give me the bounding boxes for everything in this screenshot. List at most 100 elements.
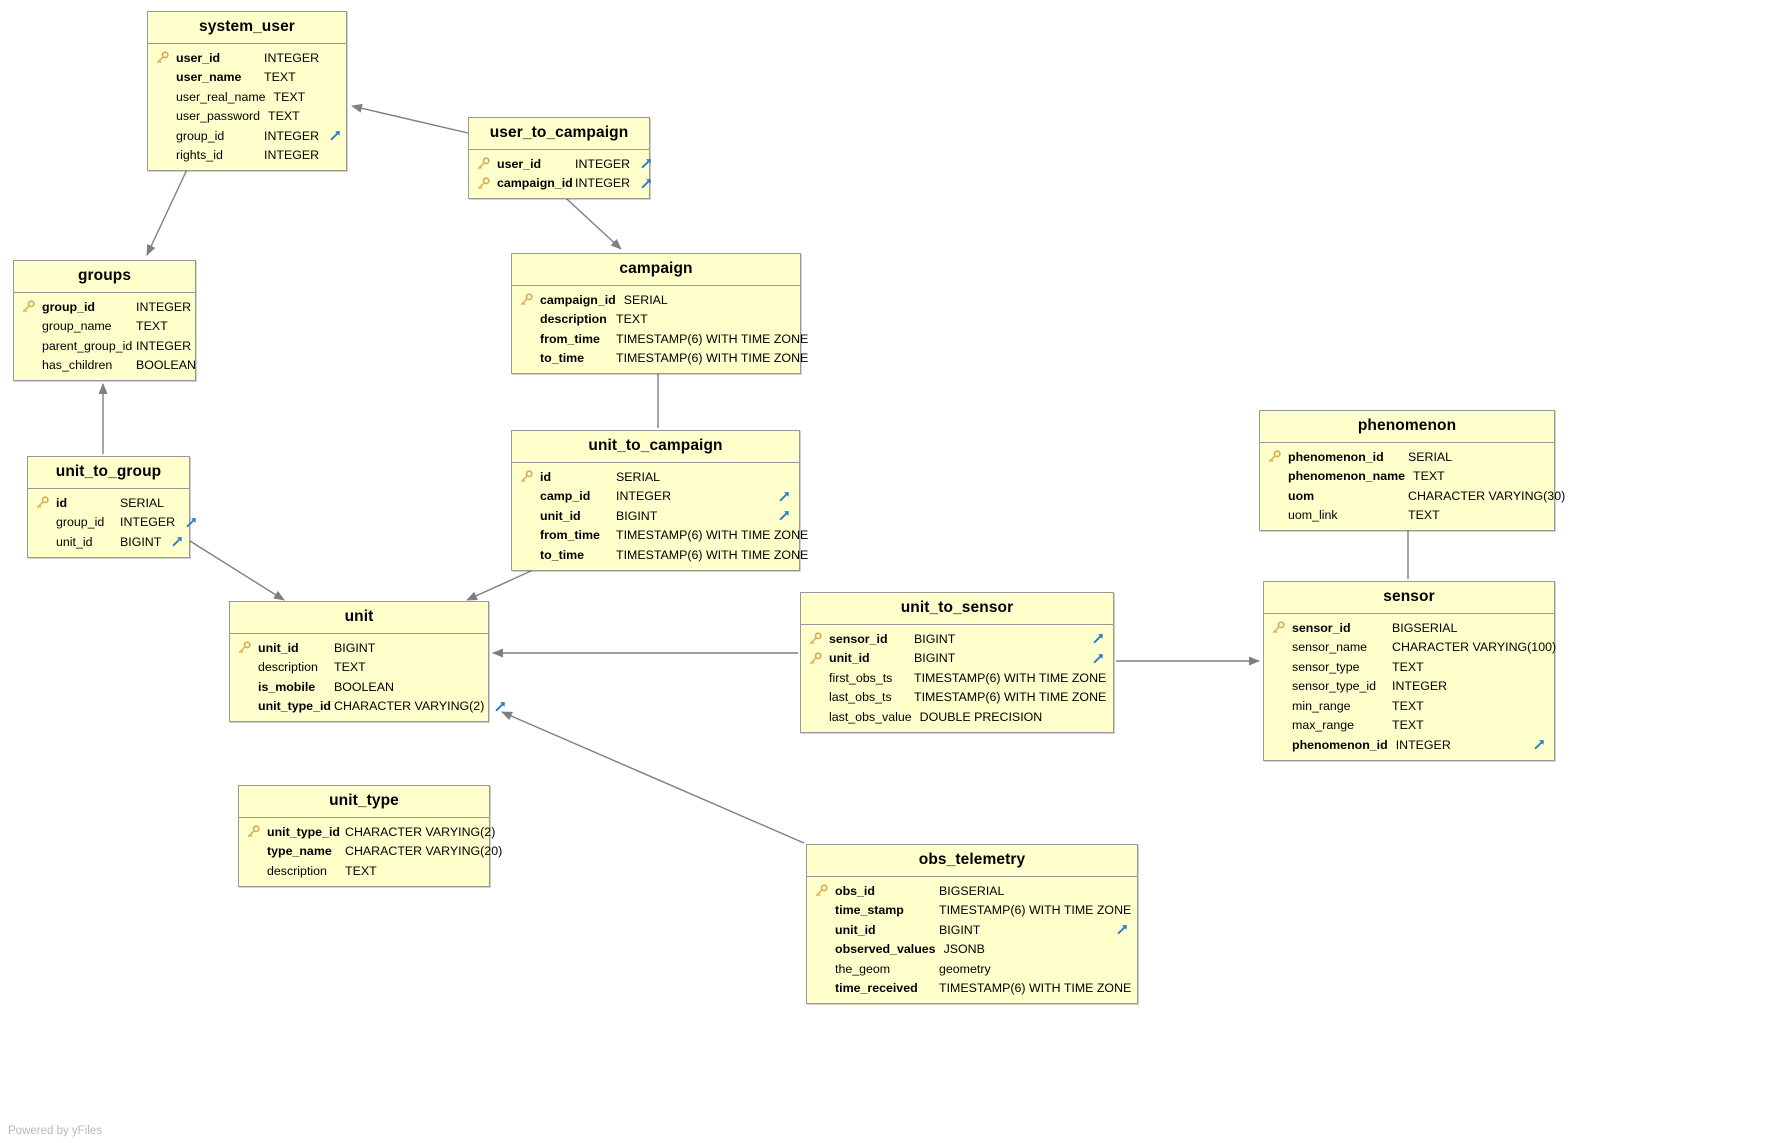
column-name: uom_link — [1288, 508, 1338, 523]
column-type: TEXT — [1392, 698, 1424, 713]
column-name: campaign_id — [540, 292, 616, 307]
column-type: BIGINT — [914, 631, 956, 646]
column-type: TEXT — [273, 89, 306, 104]
column-name: last_obs_value — [829, 709, 912, 724]
primary-key-icon — [520, 293, 540, 306]
column-type: TIMESTAMP(6) WITH TIME ZONE — [939, 903, 1132, 918]
column-name: to_time — [540, 547, 585, 562]
column-type: JSONB — [943, 942, 985, 957]
column-name: is_mobile — [258, 679, 316, 694]
column-type: BIGINT — [616, 508, 658, 523]
column-type: INTEGER — [575, 156, 631, 171]
column-name: group_id — [56, 515, 105, 530]
column-type: INTEGER — [1395, 737, 1451, 752]
column-row[interactable]: to_time TIMESTAMP(6) WITH TIME ZONE — [512, 545, 808, 565]
foreign-key-arrow-icon — [1523, 738, 1546, 751]
column-type: BOOLEAN — [334, 679, 394, 694]
column-name: type_name — [267, 844, 332, 859]
column-row[interactable]: time_stamp TIMESTAMP(6) WITH TIME ZONE — [807, 901, 1137, 921]
column-type: INTEGER — [136, 299, 192, 314]
column-type: TEXT — [345, 863, 377, 878]
column-name: sensor_id — [1292, 620, 1351, 635]
table-title-system_user: system_user — [148, 12, 346, 44]
column-name: time_stamp — [835, 903, 904, 918]
foreign-key-arrow-icon — [1082, 652, 1105, 665]
column-type: SERIAL — [616, 469, 661, 484]
column-name: camp_id — [540, 489, 591, 504]
table-title-unit_to_sensor: unit_to_sensor — [801, 593, 1113, 625]
column-type: TIMESTAMP(6) WITH TIME ZONE — [616, 547, 809, 562]
column-row[interactable]: is_mobile BOOLEAN — [230, 677, 488, 697]
table-title-sensor: sensor — [1264, 582, 1554, 614]
column-name: last_obs_ts — [829, 690, 892, 705]
column-name: sensor_type_id — [1292, 679, 1377, 694]
column-type: BIGINT — [120, 534, 162, 549]
